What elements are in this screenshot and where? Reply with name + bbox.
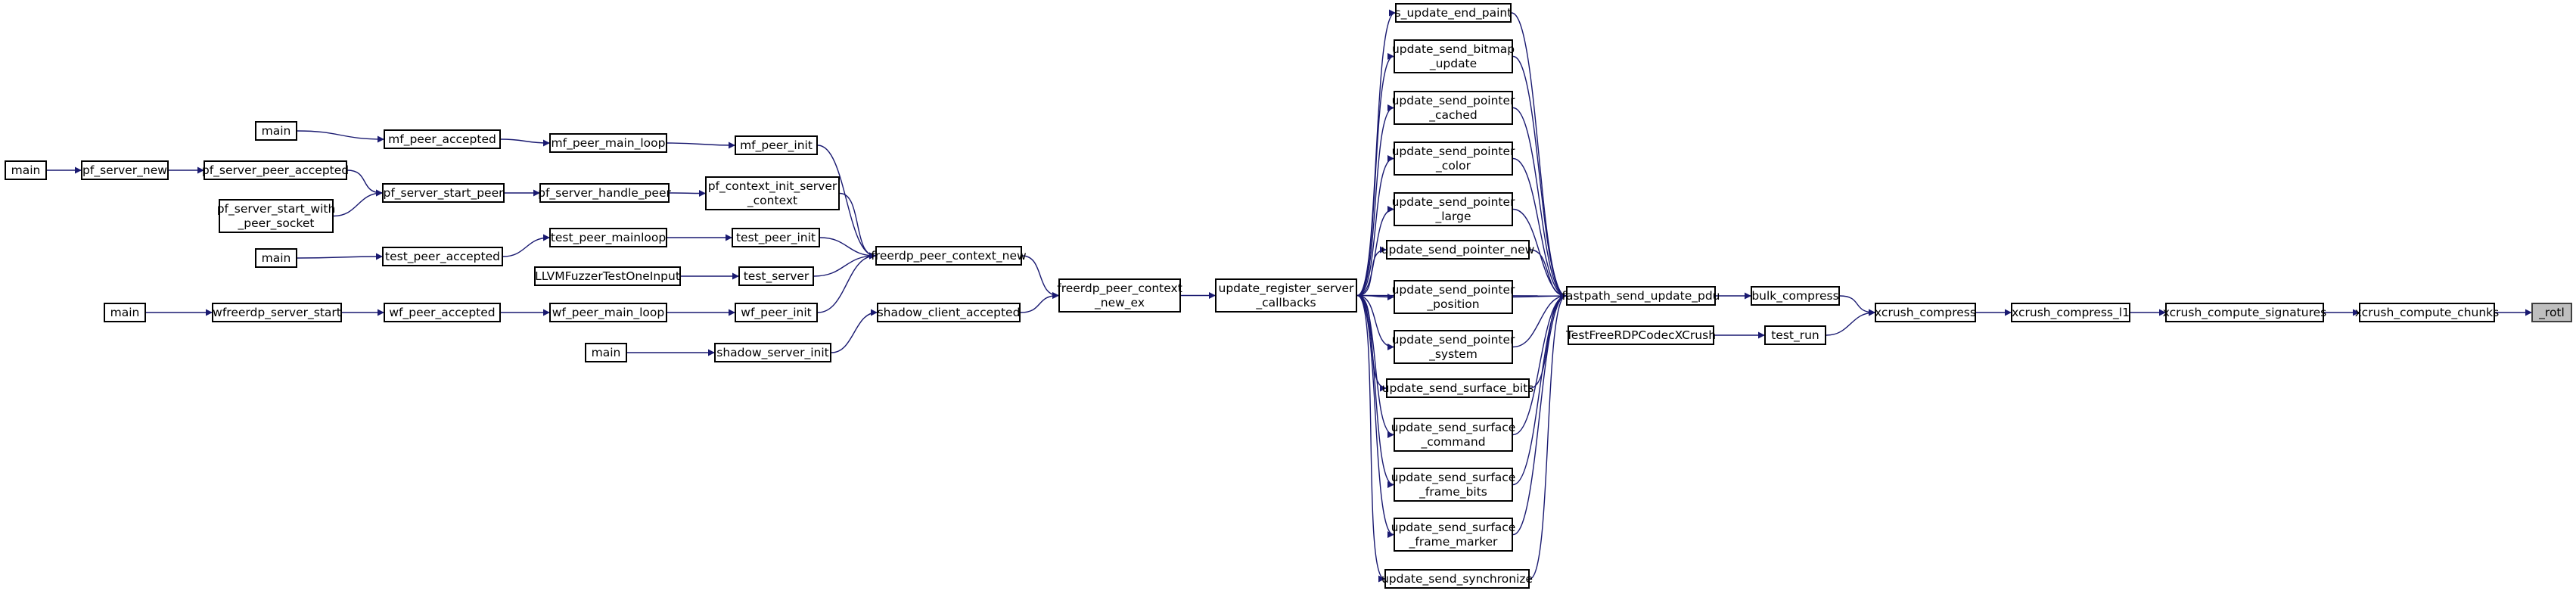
node-pf-server-new[interactable]: pf_server_new <box>81 160 169 180</box>
node-main[interactable]: main <box>585 343 627 362</box>
edge-update_send_pointer_large-to-fastpath_send_update_pdu <box>1512 208 1567 300</box>
node-update-send-surface-frame-bits[interactable]: update_send_surface _frame_bits <box>1391 468 1515 502</box>
edge-pf_server_peer_accepted-to-pf_server_start_peer <box>346 169 383 197</box>
node-test-freerdp-codec-xcrush[interactable]: TestFreeRDPCodecXCrush <box>1566 325 1716 345</box>
node-mf-peer-init[interactable]: mf_peer_init <box>735 135 818 155</box>
edge-update_register_server_callbacks-to-update_send_surface_frame_bits <box>1356 294 1394 488</box>
edge-update_send_pointer_color-to-fastpath_send_update_pdu <box>1512 157 1567 300</box>
node-wf-peer-init[interactable]: wf_peer_init <box>735 303 818 322</box>
edge-update_send_surface_command-to-fastpath_send_update_pdu <box>1512 292 1567 436</box>
node-pf-server-handle-peer[interactable]: pf_server_handle_peer <box>538 183 671 203</box>
edge-mf_peer_main_loop-to-mf_peer_init <box>667 142 735 149</box>
node-pf-server-start-peer[interactable]: pf_server_start_peer <box>382 183 505 203</box>
node-update-send-pointer-color[interactable]: update_send_pointer _color <box>1392 142 1515 176</box>
edge-freerdp_peer_context_new-to-freerdp_peer_context_new_ex <box>1021 255 1059 299</box>
edge-update_register_server_callbacks-to-update_send_synchronize <box>1356 294 1385 583</box>
edge-update_send_synchronize-to-fastpath_send_update_pdu <box>1529 292 1567 580</box>
node-update-send-pointer-position[interactable]: update_send_pointer _position <box>1392 280 1515 314</box>
edge-update_send_bitmap_update-to-fastpath_send_update_pdu <box>1512 55 1567 300</box>
node-mf-peer-accepted[interactable]: mf_peer_accepted <box>384 129 501 149</box>
edge-update_register_server_callbacks-to-update_send_surface_frame_marker <box>1356 294 1394 538</box>
edge-pf_server_handle_peer-to-pf_context_init_server_context <box>669 189 706 197</box>
node-wfreerdp-server-start[interactable]: wfreerdp_server_start <box>212 303 342 322</box>
node-shadow-client-accepted[interactable]: shadow_client_accepted <box>877 303 1021 322</box>
edge-update_send_surface_frame_bits-to-fastpath_send_update_pdu <box>1512 292 1567 486</box>
node-main[interactable]: main <box>104 303 146 322</box>
edge-update_register_server_callbacks-to-update_send_pointer_new <box>1356 246 1387 297</box>
edge-update_send_surface_frame_marker-to-fastpath_send_update_pdu <box>1512 292 1567 536</box>
node-pf-server-start-with-peer-socket[interactable]: pf_server_start_with _peer_socket <box>217 199 335 233</box>
edge-pf_server_start_with_peer_socket-to-pf_server_start_peer <box>333 189 383 217</box>
node-wf-peer-accepted[interactable]: wf_peer_accepted <box>384 303 501 322</box>
node-xcrush-compress[interactable]: xcrush_compress <box>1875 303 1976 322</box>
node-freerdp-peer-context-new[interactable]: freerdp_peer_context_new <box>871 246 1027 266</box>
edge-pf_context_init_server_context-to-freerdp_peer_context_new <box>839 192 876 260</box>
node-xcrush-compute-signatures[interactable]: xcrush_compute_signatures <box>2163 303 2326 322</box>
edge-main3-to-test_peer_accepted <box>297 253 383 260</box>
edge-update_register_server_callbacks-to-update_send_pointer_system <box>1356 294 1394 350</box>
edge-shadow_client_accepted-to-freerdp_peer_context_new_ex <box>1020 292 1059 313</box>
edge-update_register_server_callbacks-to-update_send_pointer_cached <box>1356 104 1394 297</box>
node-main[interactable]: main <box>255 121 297 141</box>
node-xcrush-compress-l1[interactable]: xcrush_compress_l1 <box>2011 303 2130 322</box>
edge-update_register_server_callbacks-to-update_send_bitmap_update <box>1356 53 1394 297</box>
node-test-peer-init[interactable]: test_peer_init <box>732 228 820 247</box>
edge-mf_peer_init-to-freerdp_peer_context_new <box>817 145 876 260</box>
node-update-send-pointer-cached[interactable]: update_send_pointer _cached <box>1392 91 1515 125</box>
node-bulk-compress[interactable]: bulk_compress <box>1751 286 1840 306</box>
node-test-server[interactable]: test_server <box>738 266 814 286</box>
node-main[interactable]: main <box>255 248 297 268</box>
edge-test_peer_init-to-freerdp_peer_context_new <box>819 237 876 260</box>
node-s-update-end-paint[interactable]: s_update_end_paint <box>1395 3 1512 23</box>
node-test-peer-accepted[interactable]: test_peer_accepted <box>382 247 503 266</box>
edge-update_send_pointer_cached-to-fastpath_send_update_pdu <box>1512 107 1567 300</box>
node-freerdp-peer-context-new-ex[interactable]: freerdp_peer_context _new_ex <box>1057 278 1182 313</box>
node-test-run[interactable]: test_run <box>1764 325 1826 345</box>
edge-update_register_server_callbacks-to-update_send_pointer_large <box>1356 206 1394 297</box>
node-rotl-highlighted[interactable]: _rotl <box>2531 303 2572 322</box>
edge-update_register_server_callbacks-to-update_send_pointer_color <box>1356 155 1394 297</box>
edge-test_run-to-xcrush_compress <box>1826 309 1875 336</box>
node-update-send-surface-command[interactable]: update_send_surface _command <box>1391 418 1515 452</box>
edge-update_send_pointer_system-to-fastpath_send_update_pdu <box>1512 292 1567 348</box>
node-update-send-pointer-new[interactable]: update_send_pointer_new <box>1381 240 1534 260</box>
node-update-send-surface-bits[interactable]: update_send_surface_bits <box>1382 378 1533 398</box>
edge-bulk_compress-to-xcrush_compress <box>1839 295 1875 316</box>
node-main[interactable]: main <box>5 160 47 180</box>
node-update-send-bitmap-update[interactable]: update_send_bitmap _update <box>1392 39 1515 73</box>
edge-update_send_surface_bits-to-fastpath_send_update_pdu <box>1529 292 1567 389</box>
node-fastpath-send-update-pdu[interactable]: fastpath_send_update_pdu <box>1562 286 1720 306</box>
node-update-send-pointer-system[interactable]: update_send_pointer _system <box>1392 330 1515 364</box>
edge-test_server-to-freerdp_peer_context_new <box>813 252 876 277</box>
edge-test_peer_accepted-to-test_peer_mainloop <box>502 234 550 257</box>
node-mf-peer-main-loop[interactable]: mf_peer_main_loop <box>549 133 667 153</box>
node-shadow-server-init[interactable]: shadow_server_init <box>714 343 831 362</box>
edge-update_send_pointer_new-to-fastpath_send_update_pdu <box>1529 249 1567 300</box>
node-xcrush-compute-chunks[interactable]: xcrush_compute_chunks <box>2355 303 2499 322</box>
node-pf-server-peer-accepted[interactable]: pf_server_peer_accepted <box>202 160 349 180</box>
node-llvm-fuzzer-test-one-input[interactable]: LLVMFuzzerTestOneInput <box>534 266 681 286</box>
node-update-send-surface-frame-marker[interactable]: update_send_surface _frame_marker <box>1391 518 1515 552</box>
edge-update_register_server_callbacks-to-update_send_surface_command <box>1356 294 1394 438</box>
edge-wf_peer_init-to-freerdp_peer_context_new <box>817 252 876 313</box>
node-test-peer-mainloop[interactable]: test_peer_mainloop <box>549 228 667 247</box>
node-update-send-pointer-large[interactable]: update_send_pointer _large <box>1392 192 1515 226</box>
edge-shadow_server_init-to-shadow_client_accepted <box>831 309 878 353</box>
node-wf-peer-main-loop[interactable]: wf_peer_main_loop <box>549 303 667 322</box>
node-update-send-synchronize[interactable]: update_send_synchronize <box>1381 569 1533 589</box>
node-update-register-server-callbacks[interactable]: update_register_server _callbacks <box>1215 278 1357 313</box>
edge-mf_peer_accepted-to-mf_peer_main_loop <box>500 138 550 147</box>
edge-update_register_server_callbacks-to-s_update_end_paint <box>1356 9 1396 297</box>
node-pf-context-init-server-context[interactable]: pf_context_init_server _context <box>705 176 840 210</box>
edge-main2-to-mf_peer_accepted <box>297 130 384 143</box>
